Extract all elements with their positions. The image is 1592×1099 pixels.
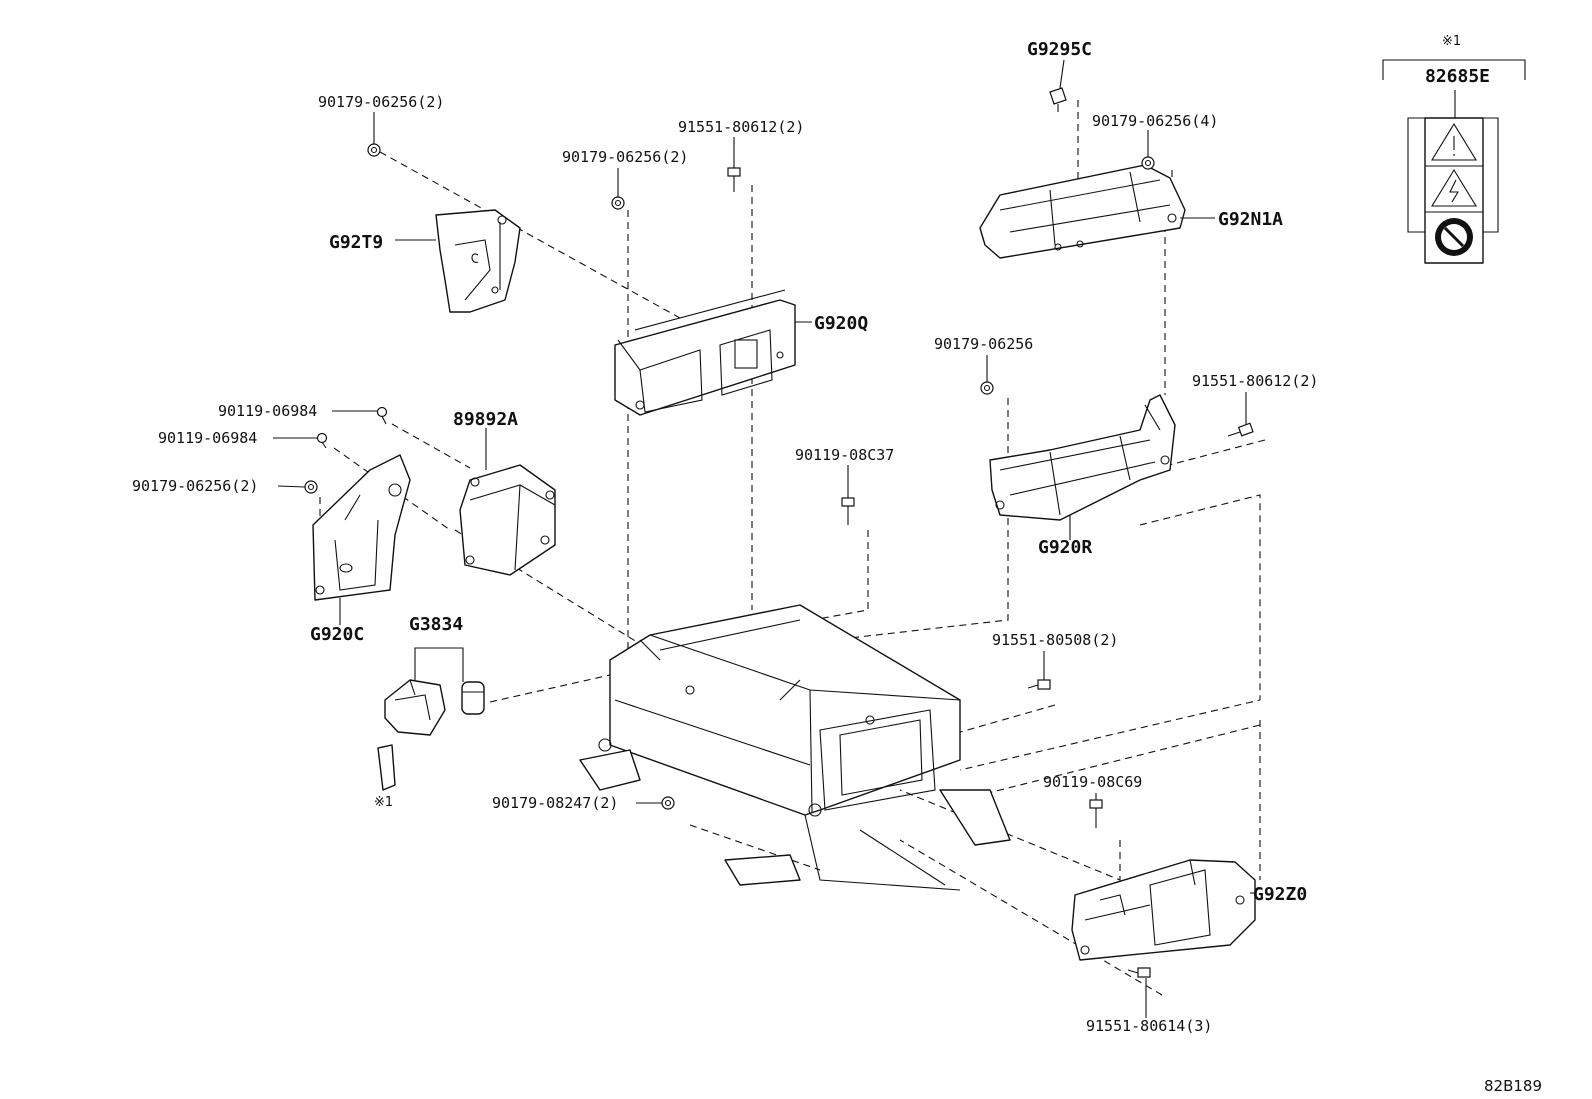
label-G92T9: G92T9 (329, 232, 383, 253)
leader-lines (273, 59, 1456, 1018)
label-91551-80612-2-top: 91551-80612(2) (678, 118, 804, 136)
note-mark-left: ※1 (374, 795, 393, 810)
warning-triangle-icon (1431, 122, 1477, 161)
bolt-90119-08C69 (1089, 799, 1103, 828)
label-90119-06984-b: 90119-06984 (158, 429, 257, 447)
label-G92N1A: G92N1A (1218, 209, 1283, 230)
cover-G920Q (614, 289, 796, 416)
part-labels: 90179-06256(2) 91551-80612(2) 90179-0625… (132, 34, 1542, 1095)
label-90179-06256-4: 90179-06256(4) (1092, 112, 1218, 130)
no-touch-icon (1435, 218, 1473, 256)
label-90179-06256: 90179-06256 (934, 335, 1033, 353)
nut-90179-06256-mid (611, 196, 625, 210)
warning-label-82685E (1382, 59, 1526, 264)
label-89892A: 89892A (453, 409, 518, 430)
bolt-91551-80508 (1027, 679, 1051, 690)
label-82685E: 82685E (1425, 66, 1490, 87)
nut-90179-06256-top (367, 143, 381, 157)
note-mark-top: ※1 (1442, 34, 1461, 49)
high-voltage-icon (1431, 168, 1477, 207)
nut-90179-06256-left (304, 480, 318, 494)
bracket-G920C (312, 454, 411, 601)
label-90119-08C37: 90119-08C37 (795, 446, 894, 464)
label-90179-06256-2-top: 90179-06256(2) (318, 93, 444, 111)
battery-frame (579, 604, 1011, 891)
cover-G92N1A (979, 164, 1186, 259)
nut-90179-06256-4 (1141, 156, 1155, 170)
label-G3834: G3834 (409, 614, 463, 635)
nut-90179-06256-single (980, 381, 994, 395)
label-G920Q: G920Q (814, 313, 868, 334)
label-90179-06256-2-left: 90179-06256(2) (132, 477, 258, 495)
module-89892A (459, 464, 556, 576)
label-91551-80614-3: 91551-80614(3) (1086, 1017, 1212, 1035)
figure-code: 82B189 (1484, 1077, 1542, 1095)
unit-G92Z0 (1071, 859, 1256, 961)
clip-G9295C (1049, 87, 1067, 112)
bolt-91551-80612-right (1227, 422, 1254, 437)
bracket-G920R (989, 394, 1176, 521)
bolt-91551-80612-top (727, 167, 741, 192)
label-90179-06256-2-mid: 90179-06256(2) (562, 148, 688, 166)
label-91551-80612-2-right: 91551-80612(2) (1192, 372, 1318, 390)
bracket-G92T9 (435, 209, 521, 313)
screw-90119-06984-a (376, 406, 388, 425)
label-G920R: G920R (1038, 537, 1092, 558)
label-G9295C: G9295C (1027, 39, 1092, 60)
bolt-90119-08C37 (841, 497, 855, 525)
screw-90119-06984-b (316, 432, 328, 449)
label-90119-08C69: 90119-08C69 (1043, 773, 1142, 791)
label-G920C: G920C (310, 624, 364, 645)
label-90179-08247-2: 90179-08247(2) (492, 794, 618, 812)
nut-90179-08247 (661, 796, 675, 810)
label-91551-80508-2: 91551-80508(2) (992, 631, 1118, 649)
label-G92Z0: G92Z0 (1253, 884, 1307, 905)
bolt-91551-80614 (1127, 967, 1151, 978)
label-90119-06984-a: 90119-06984 (218, 402, 317, 420)
sensor-G3834 (377, 679, 485, 791)
